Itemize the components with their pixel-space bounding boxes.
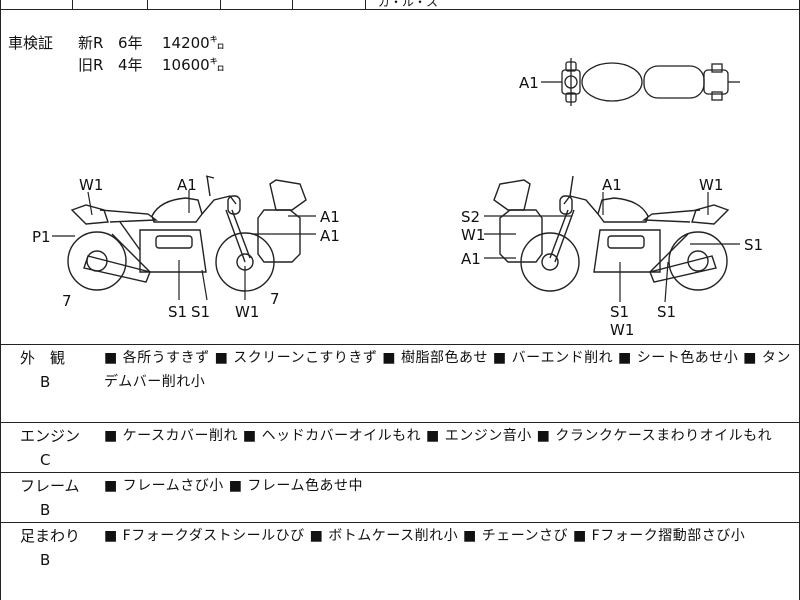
damage-label: W1: [79, 176, 103, 194]
condition-name: 足まわり: [20, 527, 81, 545]
damage-label: A1: [519, 74, 539, 92]
inspection-km: 14200㌔: [162, 34, 225, 52]
damage-label: 7: [62, 292, 72, 310]
damage-label: S1: [191, 303, 210, 321]
damage-label: S1: [610, 303, 629, 321]
motorcycle-diagram-svg: A1 W1 A1 P1 A1 A1 7 7 S1 S1 W1: [32, 58, 763, 339]
damage-label: S1: [744, 236, 763, 254]
divider: [365, 0, 366, 9]
condition-notes: ■ フレームさび小 ■ フレーム色あせ中: [104, 478, 363, 494]
top-strip: ガ・ル・ス: [0, 0, 800, 10]
condition-name: 外 観: [20, 349, 66, 367]
condition-grade: B: [40, 373, 51, 391]
damage-label: W1: [610, 321, 634, 339]
inspection-type: 新R: [78, 34, 104, 52]
damage-label: A1: [602, 176, 622, 194]
divider: [292, 0, 293, 9]
inspection-years: 6年: [118, 34, 143, 52]
damage-diagram: A1 W1 A1 P1 A1 A1 7 7 S1 S1 W1: [32, 58, 763, 339]
damage-label: W1: [235, 303, 259, 321]
damage-label: A1: [177, 176, 197, 194]
divider: [220, 0, 221, 9]
damage-label: W1: [461, 226, 485, 244]
inspection-row: 旧R 4年 10600㌔: [78, 54, 225, 76]
inspection-years: 4年: [118, 56, 143, 74]
inspection-type: 旧R: [78, 56, 104, 74]
damage-label: A1: [320, 208, 340, 226]
damage-label: A1: [320, 227, 340, 245]
motorcycle-left-side: [67, 175, 307, 292]
divider: [147, 0, 148, 9]
damage-label: A1: [461, 250, 481, 268]
damage-label: 7: [270, 290, 280, 308]
divider: [0, 472, 800, 473]
condition-notes: ■ Fフォークダストシールひび ■ ボトムケース削れ小 ■ チェーンさび ■ F…: [104, 528, 746, 544]
motorcycle-top-view: [561, 58, 740, 106]
inspection-label: 車検証: [8, 34, 54, 52]
inspection-row: 新R 6年 14200㌔: [78, 32, 225, 54]
damage-label: S1: [168, 303, 187, 321]
divider: [0, 344, 800, 345]
damage-label: P1: [32, 228, 51, 246]
condition-name: エンジン: [20, 427, 81, 445]
condition-grade: C: [40, 451, 51, 469]
divider: [0, 522, 800, 523]
damage-label: W1: [699, 176, 723, 194]
header-fragment: ガ・ル・ス: [378, 0, 439, 9]
motorcycle-right-side: [493, 175, 730, 292]
condition-grade: B: [40, 501, 51, 519]
inspection-km: 10600㌔: [162, 56, 225, 74]
damage-label: S1: [657, 303, 676, 321]
divider: [72, 0, 73, 9]
condition-notes: ■ 各所うすきず ■ スクリーンこすりきず ■ 樹脂部色あせ ■ バーエンド削れ…: [104, 350, 791, 390]
condition-notes: ■ ケースカバー削れ ■ ヘッドカバーオイルもれ ■ エンジン音小 ■ クランク…: [104, 428, 773, 444]
divider: [0, 422, 800, 423]
condition-name: フレーム: [20, 477, 80, 495]
damage-label: S2: [461, 208, 480, 226]
condition-grade: B: [40, 551, 51, 569]
